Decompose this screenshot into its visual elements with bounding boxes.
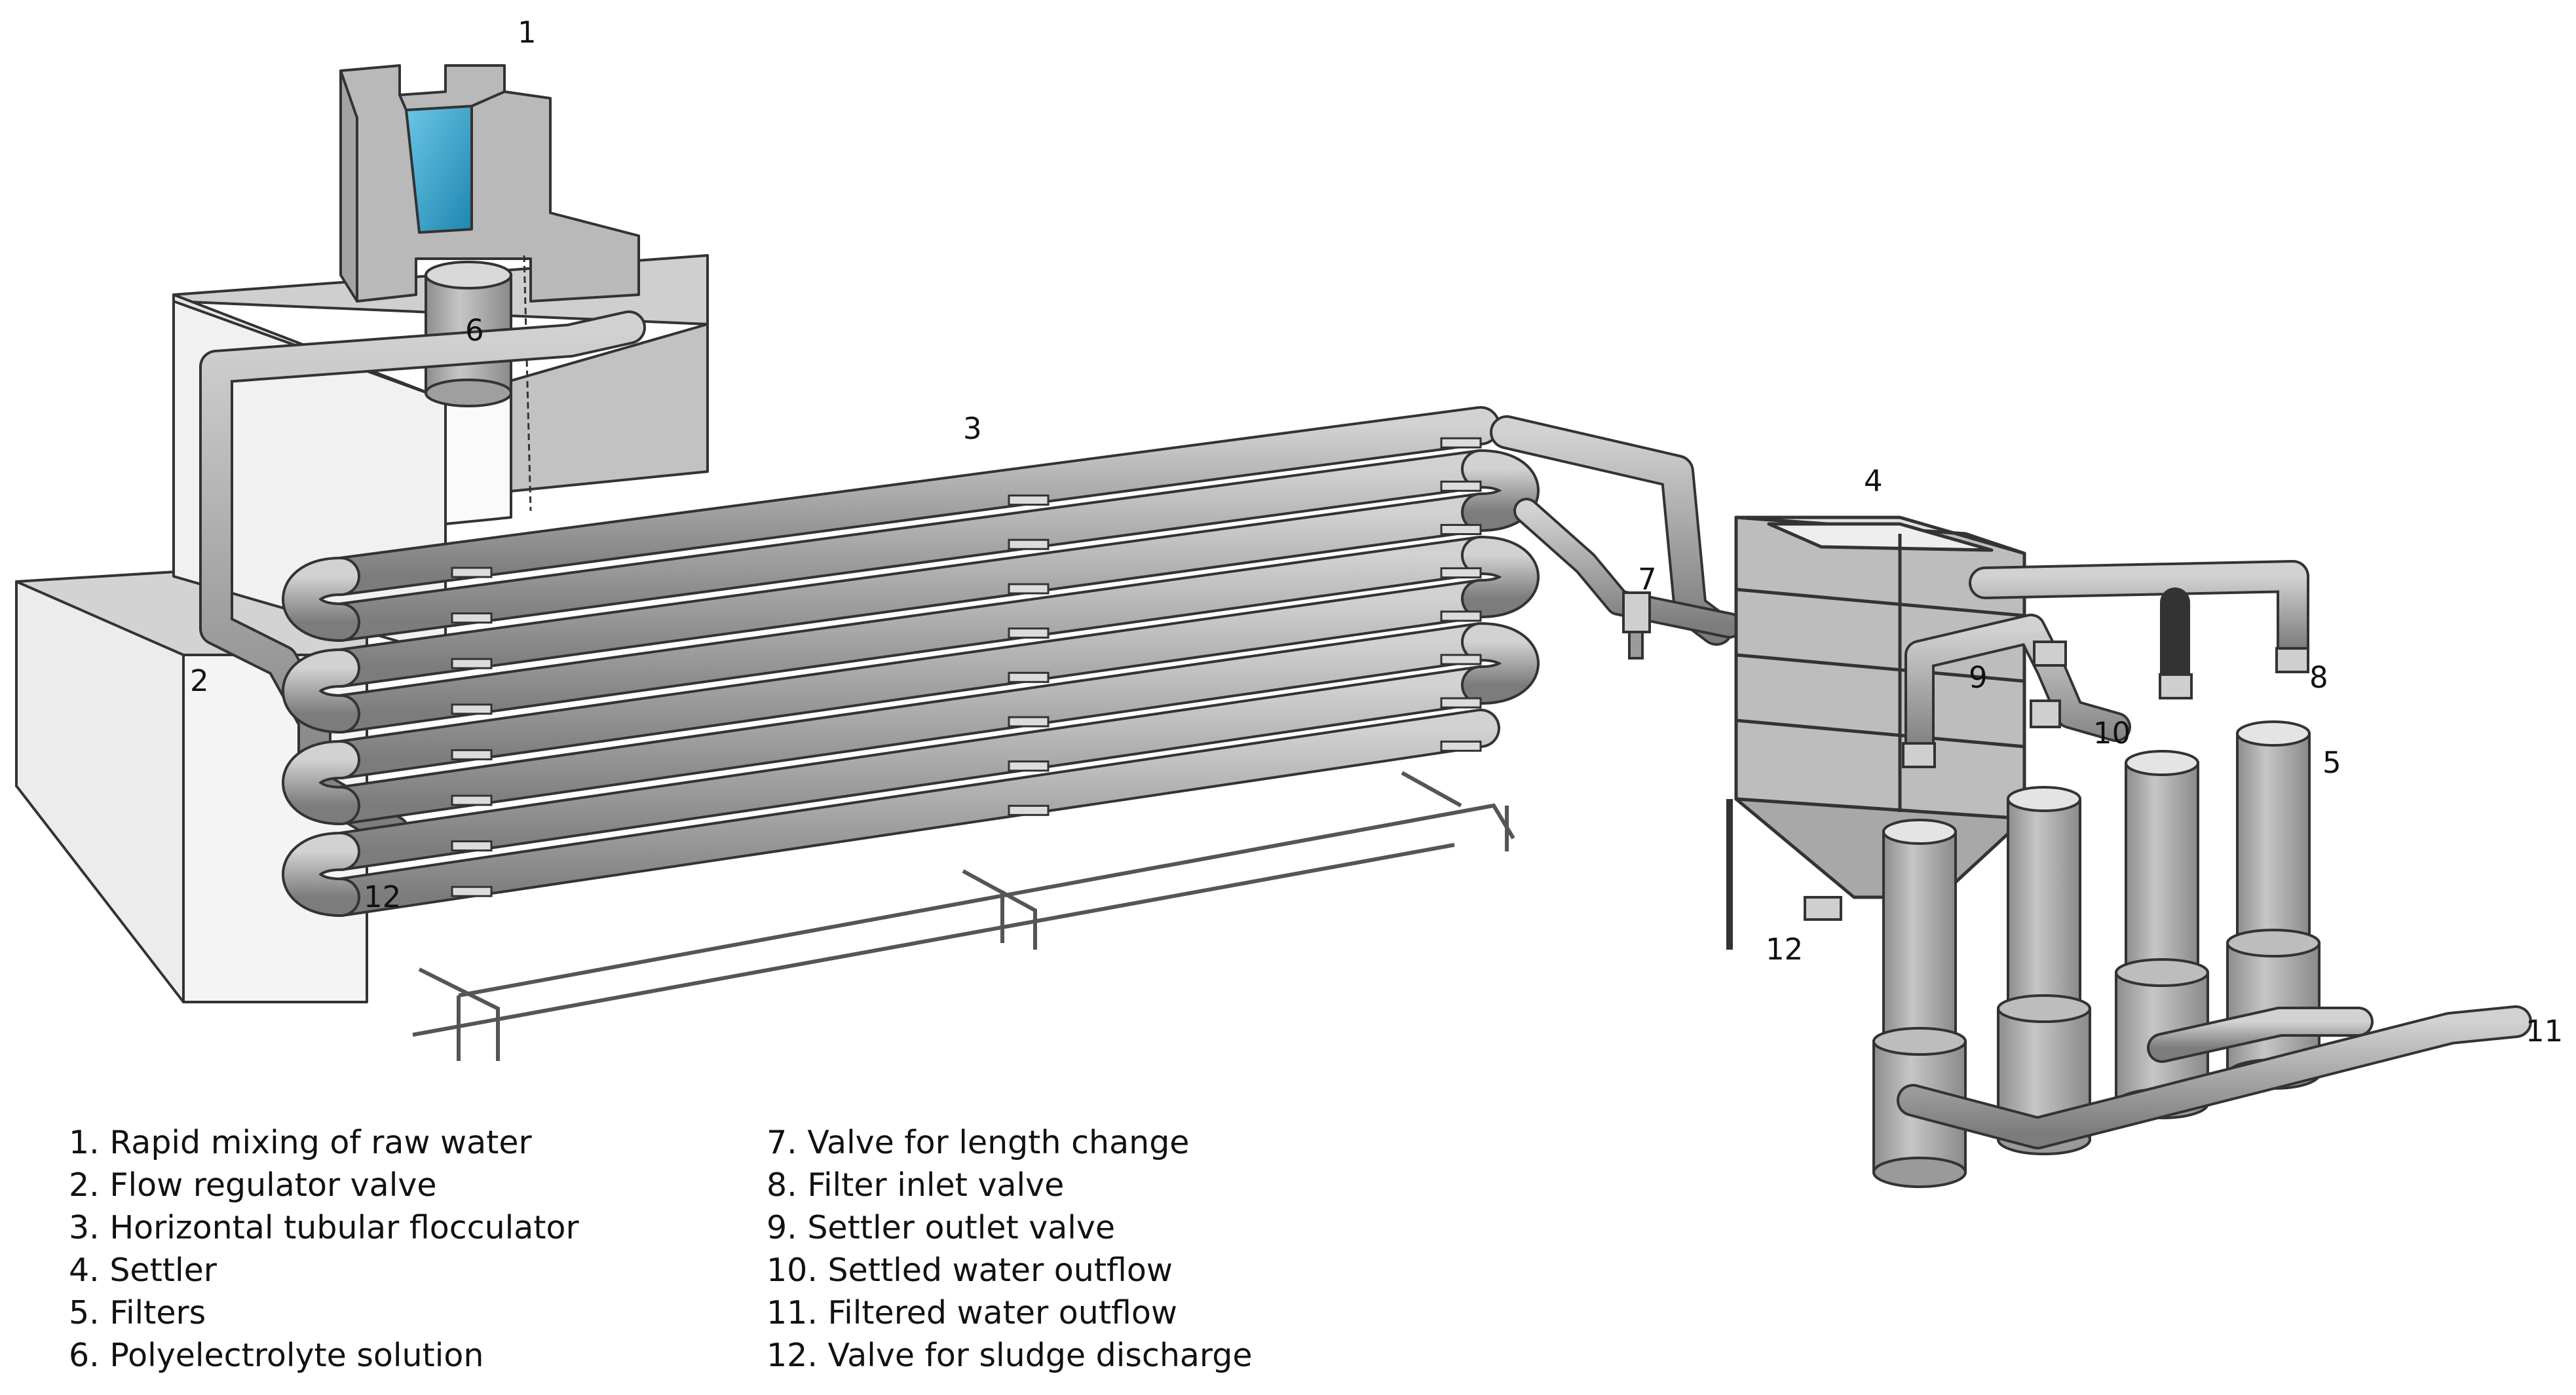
tube-bracket — [1008, 494, 1050, 506]
filter-ring — [2115, 958, 2209, 987]
tube-bracket — [451, 794, 493, 806]
sludge-valve-settler — [1804, 896, 1842, 921]
tube-bracket — [1440, 697, 1482, 709]
callout-5: 5 — [2322, 745, 2341, 780]
legend-item: 5. Filters — [69, 1294, 206, 1331]
flocculator-bend-fill — [1464, 452, 1537, 529]
legend-item: 8. Filter inlet valve — [767, 1166, 1065, 1204]
flocculator-tube-fill — [324, 409, 1498, 593]
callout-12-right: 12 — [1766, 932, 1803, 967]
tube-bracket — [1008, 760, 1050, 772]
flocculator — [282, 406, 1540, 917]
legend-item: 10. Settled water outflow — [767, 1252, 1173, 1289]
filter-top — [2236, 720, 2311, 747]
flocculator-tube-fill — [324, 625, 1498, 823]
callouts: 1 2 3 4 5 6 7 8 9 10 11 12 12 — [190, 15, 2563, 1049]
flocculator-tube-fill — [324, 668, 1498, 868]
callout-3: 3 — [963, 411, 982, 446]
legend-item: 4. Settler — [69, 1252, 217, 1289]
filter-top — [2125, 750, 2199, 776]
legend-item: 6. Polyelectrolyte solution — [69, 1337, 484, 1374]
callout-12-left: 12 — [364, 880, 401, 914]
tube-bracket — [1008, 804, 1050, 816]
filter-column — [1872, 819, 1967, 1188]
tube-bracket — [1440, 437, 1482, 449]
settler — [1726, 515, 2026, 950]
callout-6: 6 — [465, 313, 484, 348]
tube-bracket — [451, 885, 493, 897]
legend-item: 9. Settler outlet valve — [767, 1209, 1116, 1246]
legend-item: 7. Valve for length change — [767, 1124, 1190, 1161]
flocculator-tube-fill — [324, 452, 1498, 639]
tube-bracket — [451, 567, 493, 578]
legend-item: 1. Rapid mixing of raw water — [69, 1124, 532, 1161]
platform-base — [15, 559, 368, 1003]
flocculator-bend-fill — [1464, 625, 1537, 702]
filter-column — [1997, 786, 2091, 1155]
tube-bracket — [1440, 480, 1482, 492]
tube-bracket — [1440, 654, 1482, 665]
legend-left: 1. Rapid mixing of raw water 2. Flow reg… — [69, 1121, 579, 1377]
legend-right: 7. Valve for length change 8. Filter inl… — [767, 1121, 1252, 1377]
callout-7: 7 — [1638, 562, 1657, 597]
callout-9: 9 — [1969, 660, 1988, 695]
filter-base — [1872, 1157, 1967, 1188]
tube-bracket — [451, 658, 493, 669]
callout-4: 4 — [1864, 464, 1883, 498]
filter-upper — [2236, 732, 2311, 944]
filter-upper — [2007, 798, 2081, 1010]
filter-column — [2115, 750, 2209, 1119]
tube-bracket — [1008, 583, 1050, 595]
flocculator-tube-fill — [324, 538, 1498, 731]
filter-upper — [2125, 762, 2199, 974]
tube-bracket — [451, 749, 493, 760]
callout-11: 11 — [2526, 1014, 2563, 1049]
tube-bracket — [451, 612, 493, 624]
legend-item: 2. Flow regulator valve — [69, 1166, 437, 1204]
callout-2: 2 — [190, 663, 209, 698]
flocculator-outlet-pipe — [1490, 415, 1743, 646]
tube-bracket — [1008, 671, 1050, 683]
filter-ring — [2226, 929, 2320, 958]
rapid-mixing-unit — [339, 64, 640, 303]
legend-item: 3. Horizontal tubular flocculator — [69, 1209, 579, 1246]
flocculator-tube-fill — [324, 495, 1498, 685]
flocculator-bend-fill — [284, 559, 358, 639]
flocculator-bend-fill — [284, 651, 358, 731]
tube-bracket — [1440, 524, 1482, 536]
flocculator-bend-fill — [284, 743, 358, 823]
filtered-water-pipe — [1897, 1005, 2532, 1149]
flocculator-bend-fill — [284, 834, 358, 914]
tube-bracket — [1440, 610, 1482, 622]
tube-bracket — [1008, 538, 1050, 550]
filter-inlet-valves — [1902, 641, 2309, 768]
callout-1: 1 — [518, 15, 537, 50]
filter-ring — [1997, 994, 2091, 1023]
tube-bracket — [451, 840, 493, 852]
filter-top — [1882, 819, 1957, 845]
legend-item: 12. Valve for sludge discharge — [767, 1337, 1253, 1374]
tube-bracket — [451, 703, 493, 715]
tube-bracket — [1008, 716, 1050, 728]
tube-bracket — [1008, 627, 1050, 639]
tube-bracket — [1440, 567, 1482, 579]
callout-10: 10 — [2093, 716, 2131, 751]
tube-bracket — [1440, 740, 1482, 752]
dosing-line — [523, 255, 532, 512]
flocculator-tube-fill — [324, 711, 1498, 914]
callout-8: 8 — [2309, 660, 2328, 695]
filter-ring — [1872, 1027, 1967, 1056]
filter-top — [2007, 786, 2081, 812]
flocculator-tube-fill — [324, 582, 1498, 777]
legend-item: 11. Filtered water outflow — [767, 1294, 1177, 1331]
flocculator-bend-fill — [1464, 538, 1537, 616]
valve-length-change — [1622, 591, 1651, 660]
flocculator-frame — [412, 771, 1515, 1061]
filter-upper — [1882, 830, 1957, 1043]
